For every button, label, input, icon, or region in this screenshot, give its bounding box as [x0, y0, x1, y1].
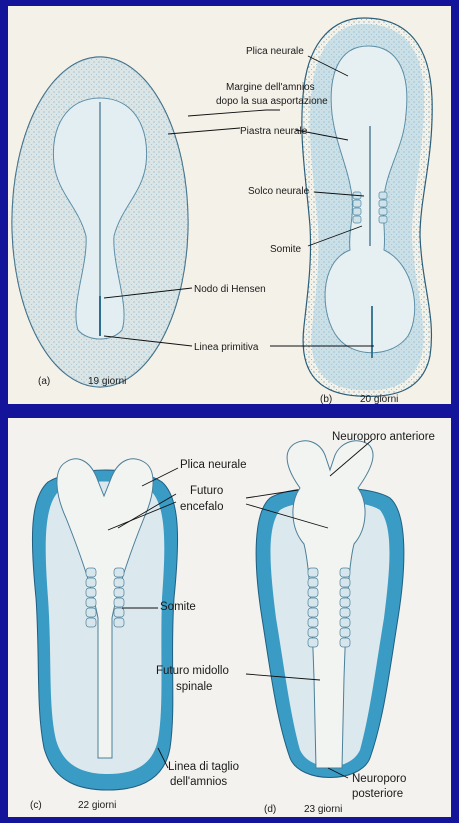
embryo-c-22-days — [32, 459, 177, 790]
embryo-a-19-days — [12, 57, 188, 387]
label-linea-primitiva: Linea primitiva — [194, 342, 259, 353]
label-margine-amnios-2: dopo la sua asportazione — [216, 96, 328, 107]
label-nodo-hensen: Nodo di Hensen — [194, 284, 266, 295]
embryo-d-23-days — [256, 441, 404, 778]
label-linea-taglio-2: dell'amnios — [170, 776, 227, 788]
letter-a: (a) — [38, 376, 50, 387]
label-margine-amnios-1: Margine dell'amnios — [226, 82, 315, 93]
label-linea-taglio-1: Linea di taglio — [168, 761, 239, 773]
age-a: 19 giorni — [88, 376, 126, 387]
letter-c: (c) — [30, 800, 42, 811]
label-futuro-encefalo-2: encefalo — [180, 501, 223, 513]
label-somite-bottom: Somite — [160, 601, 196, 613]
letter-d: (d) — [264, 804, 276, 815]
letter-b: (b) — [320, 394, 332, 404]
bottom-figure: Neuroporo anteriore Plica neurale Futuro… — [8, 418, 451, 817]
label-solco-neurale: Solco neurale — [248, 186, 310, 197]
top-figure: Plica neurale Margine dell'amnios dopo l… — [8, 6, 451, 404]
label-neuroporo-anteriore: Neuroporo anteriore — [332, 431, 435, 443]
label-neuroporo-posteriore-1: Neuroporo — [352, 773, 406, 785]
panel-top-embryos: Plica neurale Margine dell'amnios dopo l… — [8, 6, 451, 404]
label-plica-neurale-bottom: Plica neurale — [180, 459, 246, 471]
label-neuroporo-posteriore-2: posteriore — [352, 788, 403, 800]
label-futuro-encefalo-1: Futuro — [190, 485, 223, 497]
embryo-b-20-days — [302, 18, 432, 396]
label-futuro-midollo-2: spinale — [176, 681, 212, 693]
label-somite-top: Somite — [270, 244, 302, 255]
age-d: 23 giorni — [304, 804, 342, 815]
age-b: 20 giorni — [360, 394, 398, 404]
age-c: 22 giorni — [78, 800, 116, 811]
label-futuro-midollo-1: Futuro midollo — [156, 665, 229, 677]
label-piastra-neurale: Piastra neurale — [240, 126, 308, 137]
label-plica-neurale: Plica neurale — [246, 46, 304, 57]
panel-bottom-embryos: Neuroporo anteriore Plica neurale Futuro… — [8, 418, 451, 817]
